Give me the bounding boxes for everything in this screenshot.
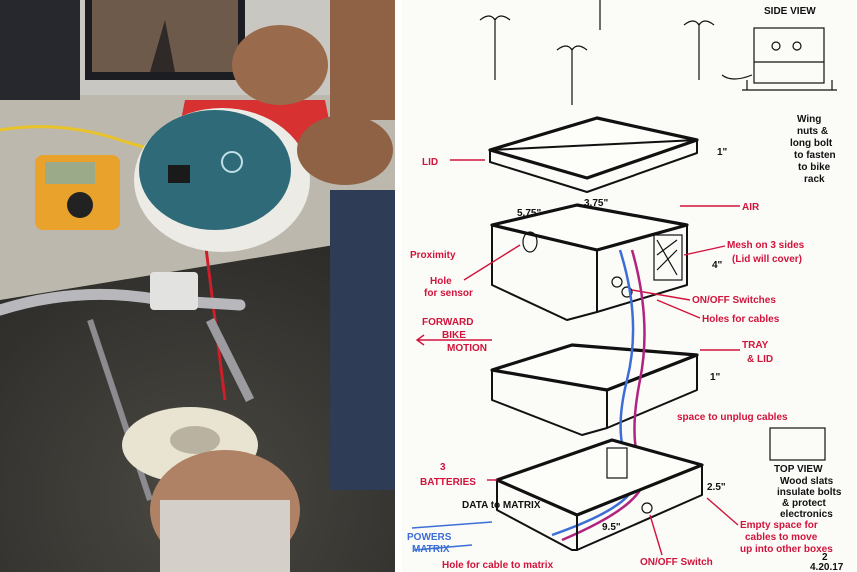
wing-nuts-label-1: Wing: [797, 114, 821, 125]
tray-label-2: & LID: [747, 354, 773, 365]
circuit-board: [139, 110, 291, 230]
wood-label-3: & protect: [782, 498, 827, 509]
arm-right: [330, 0, 395, 120]
powers-label-1: POWERS: [407, 532, 452, 543]
magenta-cable: [561, 249, 646, 542]
wood-label-4: electronics: [780, 509, 833, 520]
batteries-label-2: BATTERIES: [420, 477, 476, 488]
handlebar-clamp: [150, 272, 198, 310]
batteries-label-1: 3: [440, 462, 446, 473]
main-box-drawing: [490, 203, 689, 321]
tape-hole: [170, 426, 220, 454]
wing-nuts-label-5: to bike: [798, 162, 831, 173]
wood-label-2: insulate bolts: [777, 487, 842, 498]
forward-arrow: [415, 334, 492, 346]
side-view-drawing: [721, 27, 837, 91]
dim-3-75: 3.75": [584, 198, 608, 209]
space-unplug-label: space to unplug cables: [677, 412, 788, 423]
mesh-label-1: Mesh on 3 sides: [727, 240, 805, 251]
proximity-label: Proximity: [410, 250, 456, 261]
mesh-label-2: (Lid will cover): [732, 254, 802, 265]
hole-sensor-label-2: for sensor: [424, 288, 473, 299]
blue-cable: [551, 249, 637, 537]
empty-space-label-1: Empty space for: [740, 520, 818, 531]
wing-nuts-label-3: long bolt: [790, 138, 833, 149]
box-dimension: 4": [712, 260, 723, 271]
data-to-label: DATA to MATRIX: [462, 500, 541, 511]
wing-nuts-label-6: rack: [804, 174, 825, 185]
sketch-date: 4.20.17: [810, 562, 844, 572]
bike-stem: [205, 317, 255, 403]
empty-space-label-2: cables to move: [745, 532, 818, 543]
image-divider: [395, 0, 402, 572]
enclosure-sketch: SIDE VIEW Wing nuts & long bolt to faste…: [402, 0, 857, 572]
hand-right: [297, 115, 393, 185]
left-monitor: [0, 0, 80, 100]
wing-nuts-label-2: nuts &: [797, 126, 828, 137]
hole-cable-label: Hole for cable to matrix: [442, 560, 554, 571]
wing-nuts-label-4: to fasten: [794, 150, 836, 161]
lid-label: LID: [422, 157, 438, 168]
board-logo: [221, 151, 243, 173]
hole-sensor-label-1: Hole: [430, 276, 452, 287]
lid-dimension: 1": [717, 147, 728, 158]
dim-5-75: 5.75": [517, 208, 541, 219]
page-number: 2: [822, 552, 828, 563]
holes-cables-label: Holes for cables: [702, 314, 780, 325]
forward-label-1: FORWARD: [422, 317, 473, 328]
onoff-switches-label: ON/OFF Switches: [692, 295, 776, 306]
multimeter: [35, 155, 120, 230]
onoff-switch-label: ON/OFF Switch: [640, 557, 713, 568]
top-view-label: TOP VIEW: [774, 464, 823, 475]
top-view-drawing: [769, 427, 826, 461]
hand-top-right: [232, 25, 328, 105]
tray-label-1: TRAY: [742, 340, 769, 351]
forward-label-2: BIKE: [442, 330, 466, 341]
empty-space-label-3: up into other boxes: [740, 544, 833, 555]
powers-label-2: MATRIX: [412, 544, 450, 555]
wing-nut-bolts: [479, 0, 715, 105]
battery-box-drawing: [495, 438, 704, 551]
dim-9-5: 9.5": [602, 522, 621, 533]
jeans: [330, 190, 395, 490]
forward-label-3: MOTION: [447, 343, 487, 354]
wood-label-1: Wood slats: [780, 476, 834, 487]
bike-electronics-photo: [0, 0, 395, 572]
side-view-label: SIDE VIEW: [764, 6, 816, 17]
arm-bottom: [160, 500, 290, 572]
chip: [168, 165, 190, 183]
monitor-road-image: [150, 20, 175, 72]
tray-drawing: [490, 343, 699, 436]
bottom-dimension: 2.5": [707, 482, 726, 493]
air-label: AIR: [742, 202, 760, 213]
tray-dimension: 1": [710, 372, 721, 383]
